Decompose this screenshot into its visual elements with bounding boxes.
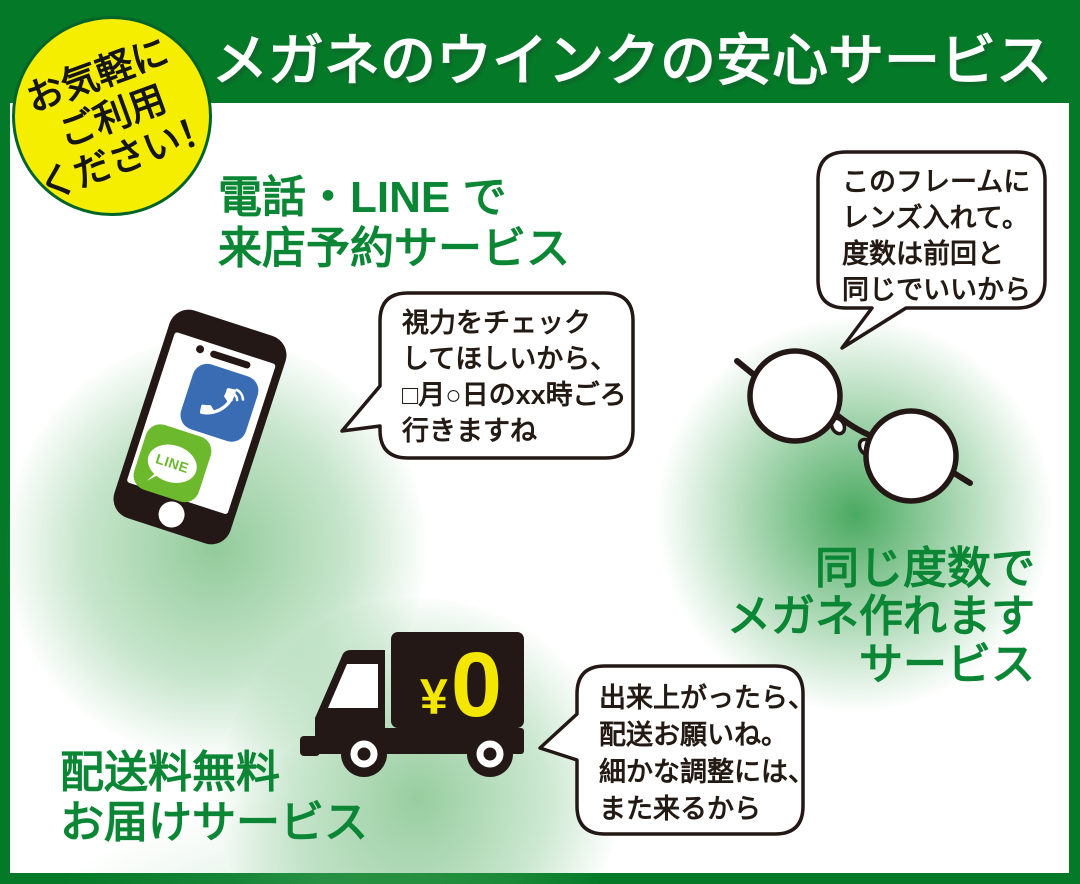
title-line: お届けサービス [60, 798, 368, 847]
title-line: メガネ作れます [727, 592, 1035, 641]
speech-bubble-text: このフレームに レンズ入れて。 度数は前回と 同じでいいから [842, 164, 1031, 308]
price-amount: 0 [450, 634, 502, 737]
delivery-price: ¥ 0 [398, 634, 524, 737]
bubble-line: 度数は前回と [842, 239, 1004, 269]
bubble-line: レンズ入れて。 [842, 203, 1029, 233]
speech-bubble-reservation: 視力をチェック してほしいから、 □月○日のxx時ごろ 行きますね [340, 288, 640, 466]
section-title-free-delivery: 配送料無料 お届けサービス [60, 748, 368, 848]
bubble-line: 出来上がったら、 [599, 683, 815, 713]
camera-dot-icon [194, 344, 205, 355]
speech-bubble-delivery: 出来上がったら、 配送お願いね。 細かな調整には、 また来るから [535, 660, 815, 842]
title-line: 来店予約サービス [218, 224, 570, 273]
speech-bubble-text: 視力をチェック してほしいから、 □月○日のxx時ごろ 行きますね [402, 305, 627, 449]
bubble-line: このフレームに [842, 167, 1031, 197]
bubble-line: 同じでいいから [842, 275, 1031, 305]
phone-handset-icon [199, 388, 245, 415]
bubble-line: 細かな調整には、 [599, 757, 815, 787]
line-label: LINE [153, 450, 192, 477]
badge-casual-use: お気軽に ご利用 ください！ [12, 16, 221, 216]
page-title: メガネのウインクの安心サービス [212, 29, 1052, 92]
price-currency: ¥ [420, 669, 448, 725]
section-title-reservation: 電話・LINE で 来店予約サービス [218, 172, 570, 274]
bubble-line: 行きますね [402, 416, 537, 446]
title-line: 同じ度数で [815, 544, 1035, 593]
title-line: 電話・LINE で [218, 173, 507, 222]
bubble-line: また来るから [599, 794, 761, 824]
bubble-line: してほしいから、 [402, 344, 618, 374]
bubble-line: 配送お願いね。 [599, 720, 788, 750]
line-speech-bubble-icon: LINE [142, 437, 202, 489]
bubble-line: □月○日のxx時ごろ [402, 380, 627, 410]
bubble-line: 視力をチェック [402, 308, 591, 338]
speech-bubble-same-prescription: このフレームに レンズ入れて。 度数は前回と 同じでいいから [810, 146, 1055, 358]
speech-bubble-text: 出来上がったら、 配送お願いね。 細かな調整には、 また来るから [599, 680, 815, 828]
title-line: 配送料無料 [60, 748, 280, 797]
